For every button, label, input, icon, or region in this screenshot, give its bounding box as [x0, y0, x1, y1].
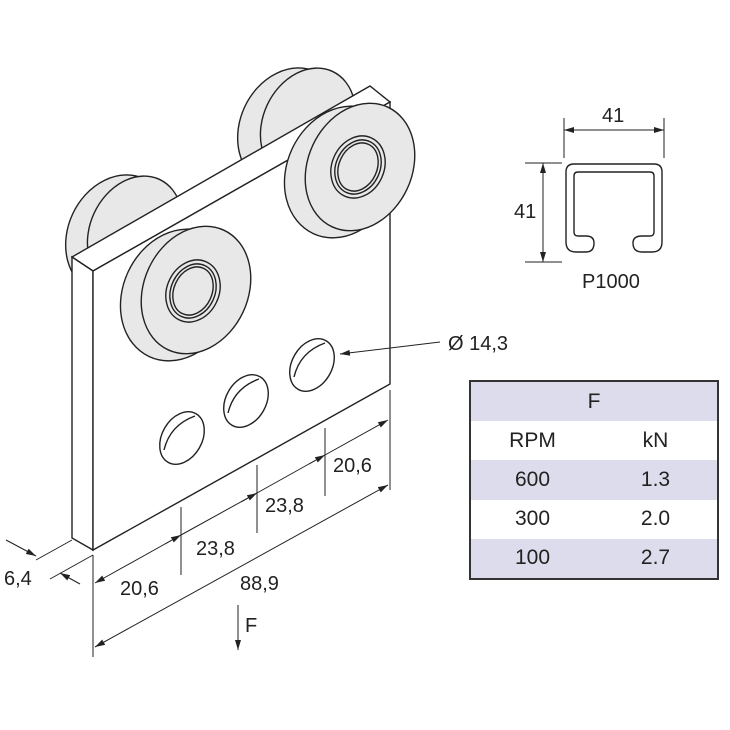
hole-leader — [339, 341, 441, 356]
hole-diameter-label: Ø 14,3 — [448, 333, 508, 355]
header-rpm: RPM — [509, 428, 556, 452]
cell-rpm: 100 — [514, 546, 551, 570]
header-kn: kN — [642, 428, 669, 452]
table-title-row: F — [471, 382, 717, 422]
channel-profile — [525, 118, 665, 263]
front-right-wheel — [283, 102, 416, 239]
cell-rpm: 600 — [514, 467, 551, 491]
table-header-row: RPM kN — [471, 421, 717, 460]
overall-label: 88,9 — [240, 573, 279, 595]
mounting-holes — [159, 338, 335, 465]
overall-dimension-line — [94, 484, 389, 648]
table-row: 300 2.0 — [471, 500, 717, 539]
table-row: 100 2.7 — [471, 538, 717, 578]
front-left-wheel — [119, 225, 252, 362]
spacing-label-3: 23,8 — [265, 495, 304, 517]
profile-name-label: P1000 — [582, 271, 640, 293]
force-label: F — [245, 615, 257, 637]
spacing-label-1: 20,6 — [120, 578, 159, 600]
cell-rpm: 300 — [514, 507, 551, 531]
thickness-label: 6,4 — [4, 568, 32, 590]
spacing-label-2: 23,8 — [196, 538, 235, 560]
profile-height-label: 41 — [514, 201, 536, 223]
table-title: F — [587, 389, 601, 413]
load-table: F RPM kN 600 1.3 300 2.0 100 2.7 — [469, 380, 719, 580]
thickness-dimension — [5, 539, 94, 585]
cell-kn: 2.0 — [640, 507, 671, 531]
cell-kn: 1.3 — [640, 467, 671, 491]
profile-width-label: 41 — [602, 105, 624, 127]
spacing-label-4: 20,6 — [333, 455, 372, 477]
table-row: 600 1.3 — [471, 460, 717, 500]
cell-kn: 2.7 — [640, 546, 671, 570]
